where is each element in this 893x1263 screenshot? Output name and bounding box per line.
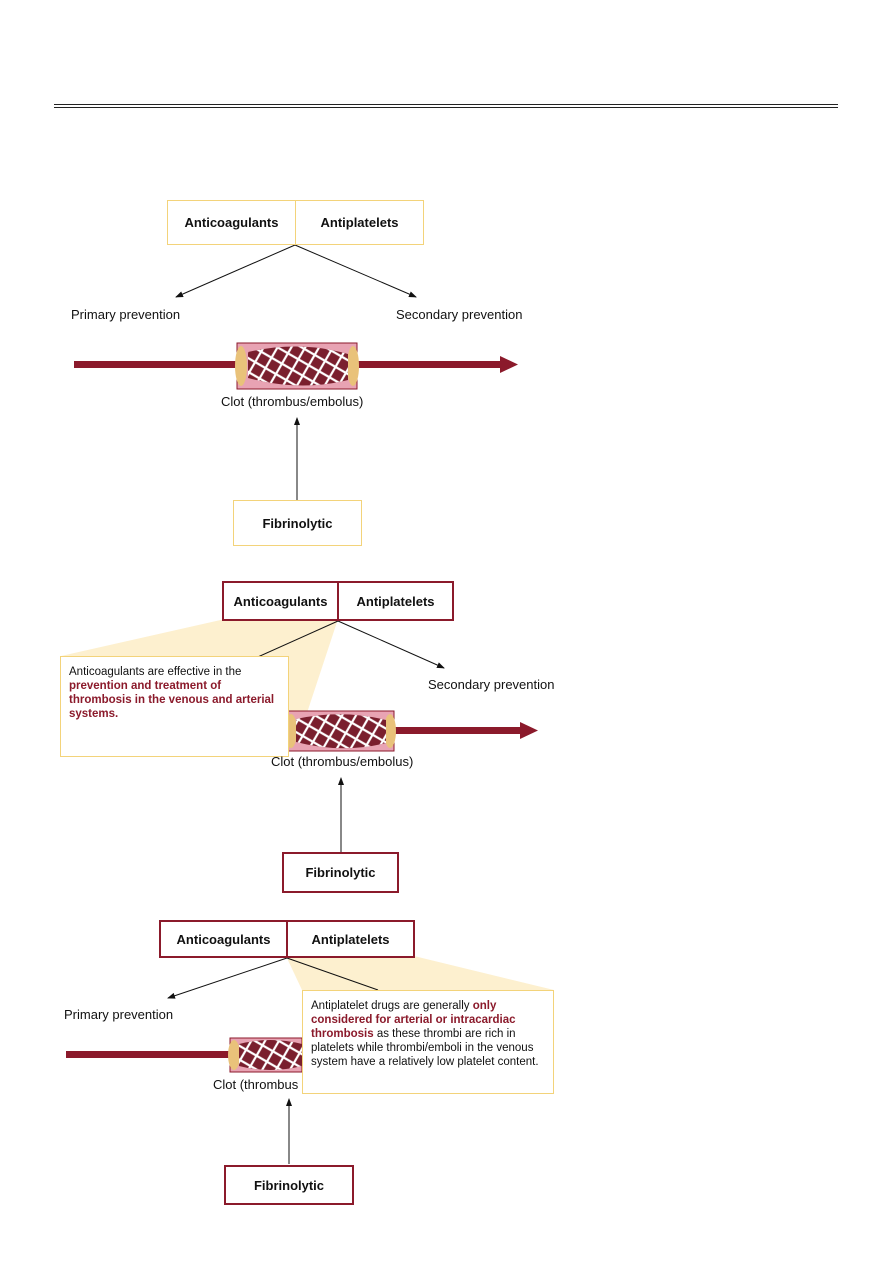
p1-arrow-primary [175, 244, 296, 298]
p1-fibrinolytic-label: Fibrinolytic [262, 515, 333, 531]
p1-vessel-left [74, 361, 238, 368]
p2-vessel-arrowhead [520, 722, 538, 739]
p3-callout-wedge [286, 956, 554, 990]
panel-1-graphics [74, 244, 518, 500]
p2-antiplatelets-box: Antiplatelets [337, 581, 454, 621]
p3-vessel-left [66, 1051, 232, 1058]
p3-arrow-primary [167, 957, 288, 999]
p1-anticoagulants-box: Anticoagulants [167, 200, 296, 245]
p1-fibrinolytic-box: Fibrinolytic [233, 500, 362, 546]
header-rule-bottom [54, 107, 838, 108]
p2-callout-highlight: prevention and treatment of thrombosis i… [69, 680, 275, 720]
p1-secondary-prevention-label: Secondary prevention [396, 307, 523, 322]
p1-antiplatelets-box: Antiplatelets [295, 200, 424, 245]
p3-clot-icon [228, 1037, 303, 1073]
p2-vessel-right [394, 727, 522, 734]
p1-vessel-right [356, 361, 502, 368]
p3-anticoagulants-label: Anticoagulants [176, 931, 271, 947]
p1-antiplatelets-label: Antiplatelets [320, 215, 399, 230]
p2-secondary-prevention-label: Secondary prevention [428, 677, 555, 692]
p2-fibrinolytic-label: Fibrinolytic [305, 865, 376, 880]
p3-antiplatelets-callout: Antiplatelet drugs are generally only co… [302, 990, 554, 1094]
p1-primary-prevention-label: Primary prevention [71, 307, 181, 322]
p3-callout-text-2: as these thrombi are rich in platelets w… [311, 1028, 539, 1068]
p3-primary-prevention-label: Primary prevention [64, 1007, 174, 1022]
p3-arrow-secondary-hidden [286, 957, 379, 991]
p2-clot-label: Clot (thrombus/embolus) [271, 754, 414, 769]
p2-anticoagulants-box: Anticoagulants [222, 581, 339, 621]
panel-3-graphics [66, 956, 554, 1164]
p1-arrow-secondary [294, 244, 417, 298]
p2-callout-text: Anticoagulants are effective in the [69, 666, 242, 678]
p2-anticoagulants-label: Anticoagulants [233, 593, 328, 609]
p3-callout-text-1: Antiplatelet drugs are generally [311, 1000, 470, 1012]
p3-antiplatelets-label: Antiplatelets [311, 931, 390, 947]
p1-clot-label: Clot (thrombus/embolus) [221, 394, 364, 409]
p1-vessel-arrowhead [500, 356, 518, 373]
p2-clot-icon [285, 710, 396, 752]
p2-arrow-secondary [337, 620, 445, 669]
p2-antiplatelets-label: Antiplatelets [356, 593, 435, 609]
p1-clot-icon [235, 342, 359, 390]
p3-fibrinolytic-box: Fibrinolytic [224, 1165, 354, 1205]
p1-anticoagulants-label: Anticoagulants [184, 215, 279, 230]
p3-callout-highlight: only considered for arterial or intracar… [311, 1000, 516, 1040]
p3-antiplatelets-box: Antiplatelets [286, 920, 415, 958]
p2-anticoagulants-callout: Anticoagulants are effective in the prev… [60, 656, 289, 757]
p3-fibrinolytic-label: Fibrinolytic [253, 1177, 325, 1193]
header-rule-top [54, 104, 838, 105]
p3-clot-label: Clot (thrombus [213, 1077, 299, 1092]
p2-fibrinolytic-box: Fibrinolytic [282, 852, 399, 893]
p3-anticoagulants-box: Anticoagulants [159, 920, 288, 958]
